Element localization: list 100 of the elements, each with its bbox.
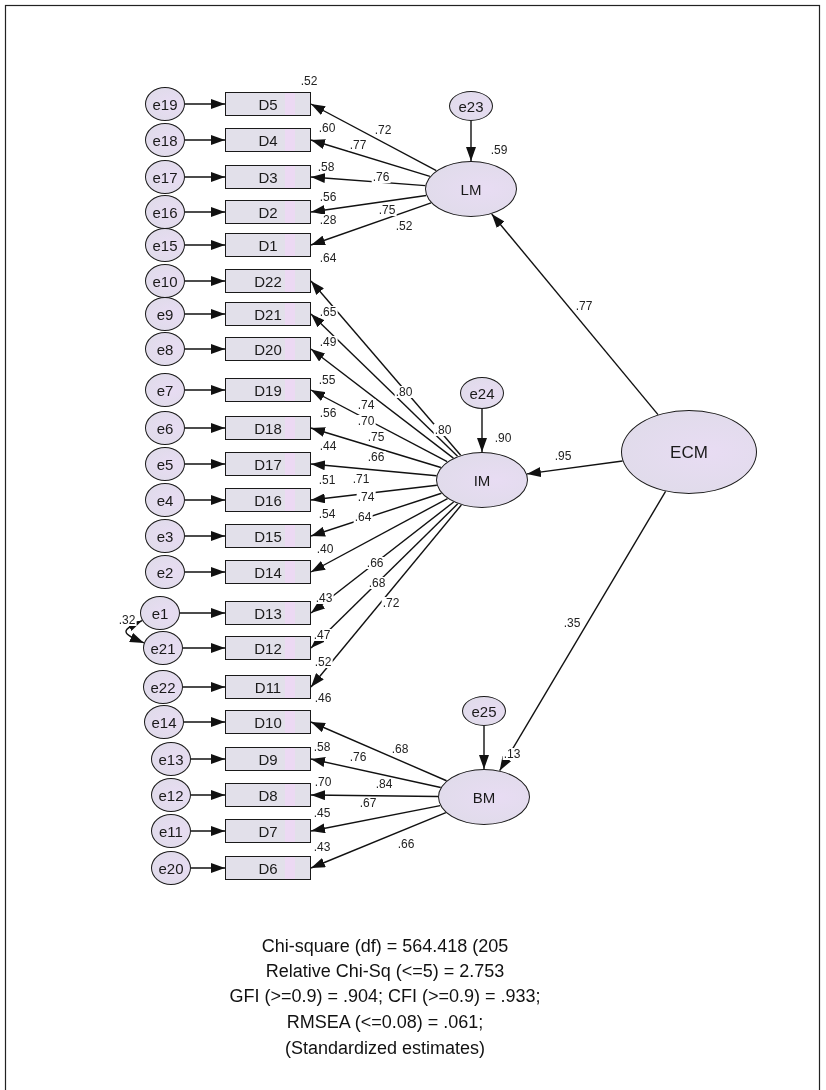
arrow <box>184 567 226 577</box>
squared-correlation-value: .49 <box>318 336 338 348</box>
fit-statistics-text: RMSEA (<=0.08) = .061; <box>285 1013 485 1031</box>
fit-statistics-text: Chi-square (df) = 564.418 (205 <box>260 937 510 955</box>
variable-label: e4 <box>156 492 174 508</box>
edge-label: .74 <box>356 491 376 503</box>
error-term-circle <box>449 91 493 121</box>
error-term-circle <box>145 123 185 157</box>
variable-label: e25 <box>471 703 497 719</box>
variable-label: D12 <box>254 640 282 656</box>
error-term-circle <box>143 631 183 665</box>
squared-correlation-value: .44 <box>318 440 338 452</box>
variable-label: D5 <box>258 96 278 112</box>
arrow <box>190 790 226 800</box>
latent-variable-ellipse <box>436 452 528 508</box>
error-term-circle <box>145 373 185 407</box>
error-term-circle <box>143 670 183 704</box>
variable-label: e17 <box>152 169 178 185</box>
variable-label: e19 <box>152 96 178 112</box>
variable-label: D9 <box>258 751 278 767</box>
squared-correlation-value: .56 <box>318 191 338 203</box>
variable-label: D3 <box>258 169 278 185</box>
covariance-arrow <box>125 619 145 644</box>
arrow <box>184 99 226 109</box>
error-term-circle <box>145 483 185 517</box>
squared-correlation-value: .45 <box>312 807 332 819</box>
arrow <box>310 173 427 187</box>
arrow <box>182 682 226 692</box>
arrow <box>184 531 226 541</box>
edge-label: .66 <box>366 451 386 463</box>
fit-statistics-text: (Standardized estimates) <box>283 1039 487 1057</box>
variable-label: D17 <box>254 456 282 472</box>
variable-label: D2 <box>258 204 278 220</box>
squared-correlation-value: .52 <box>313 656 333 668</box>
squared-correlation-value: .46 <box>313 692 333 704</box>
edge-label: .52 <box>394 220 414 232</box>
variable-label: D11 <box>254 679 282 695</box>
observed-variable-box <box>225 416 311 440</box>
observed-variable-box <box>225 128 311 152</box>
error-term-circle <box>145 297 185 331</box>
arrow <box>190 826 226 836</box>
variable-label: D20 <box>254 341 282 357</box>
variable-label: D16 <box>254 492 282 508</box>
fit-statistics-text: GFI (>=0.9) = .904; CFI (>=0.9) = .933; <box>228 987 542 1005</box>
variable-label: e5 <box>156 456 174 472</box>
observed-variable-box <box>225 200 311 224</box>
variable-label: IM <box>473 472 491 488</box>
arrow <box>310 811 447 869</box>
arrow <box>184 207 226 217</box>
squared-correlation-value: .40 <box>315 543 335 555</box>
latent-variable-ellipse <box>425 161 517 217</box>
arrow <box>184 135 226 145</box>
variable-label: D1 <box>258 237 278 253</box>
error-term-circle <box>140 596 180 630</box>
observed-variable-box <box>225 378 311 402</box>
variable-label: e8 <box>156 341 174 357</box>
variable-label: e23 <box>458 98 484 114</box>
edge-label: .80 <box>433 424 453 436</box>
arrow <box>491 213 659 416</box>
arrow <box>310 460 438 477</box>
arrow <box>526 460 624 477</box>
variable-label: e7 <box>156 382 174 398</box>
error-term-circle <box>151 778 191 812</box>
variable-label: D8 <box>258 787 278 803</box>
error-term-circle <box>460 377 504 409</box>
arrow <box>310 804 441 834</box>
arrow <box>184 309 226 319</box>
arrow <box>310 790 439 801</box>
error-term-circle <box>145 195 185 229</box>
edge-label: .35 <box>562 617 582 629</box>
edge-label: .80 <box>394 386 414 398</box>
error-term-circle <box>151 851 191 885</box>
variable-label: e2 <box>156 564 174 580</box>
edge-label: .70 <box>356 415 376 427</box>
variable-label: e6 <box>156 420 174 436</box>
arrow <box>310 504 463 688</box>
variable-label: LM <box>460 181 482 197</box>
variable-label: ECM <box>670 443 708 461</box>
error-term-circle <box>151 742 191 776</box>
squared-correlation-value: .58 <box>312 741 332 753</box>
variable-label: D18 <box>254 420 282 436</box>
variable-label: D19 <box>254 382 282 398</box>
error-term-circle <box>145 519 185 553</box>
arrow <box>184 385 226 395</box>
edge-label: .76 <box>348 751 368 763</box>
arrow <box>190 863 226 873</box>
fit-statistics-text: Relative Chi-Sq (<=5) = 2.753 <box>264 962 506 980</box>
error-term-circle <box>145 411 185 445</box>
variable-label: D22 <box>254 273 282 289</box>
variable-label: e13 <box>158 751 184 767</box>
observed-variable-box <box>225 488 311 512</box>
variable-label: e24 <box>469 385 495 401</box>
edge-label: .66 <box>396 838 416 850</box>
arrow <box>310 139 431 178</box>
arrow <box>184 495 226 505</box>
arrow <box>183 717 226 727</box>
variable-label: D6 <box>258 860 278 876</box>
squared-correlation-value: .47 <box>312 629 332 641</box>
squared-correlation-value: .64 <box>318 252 338 264</box>
observed-variable-box <box>225 710 311 734</box>
